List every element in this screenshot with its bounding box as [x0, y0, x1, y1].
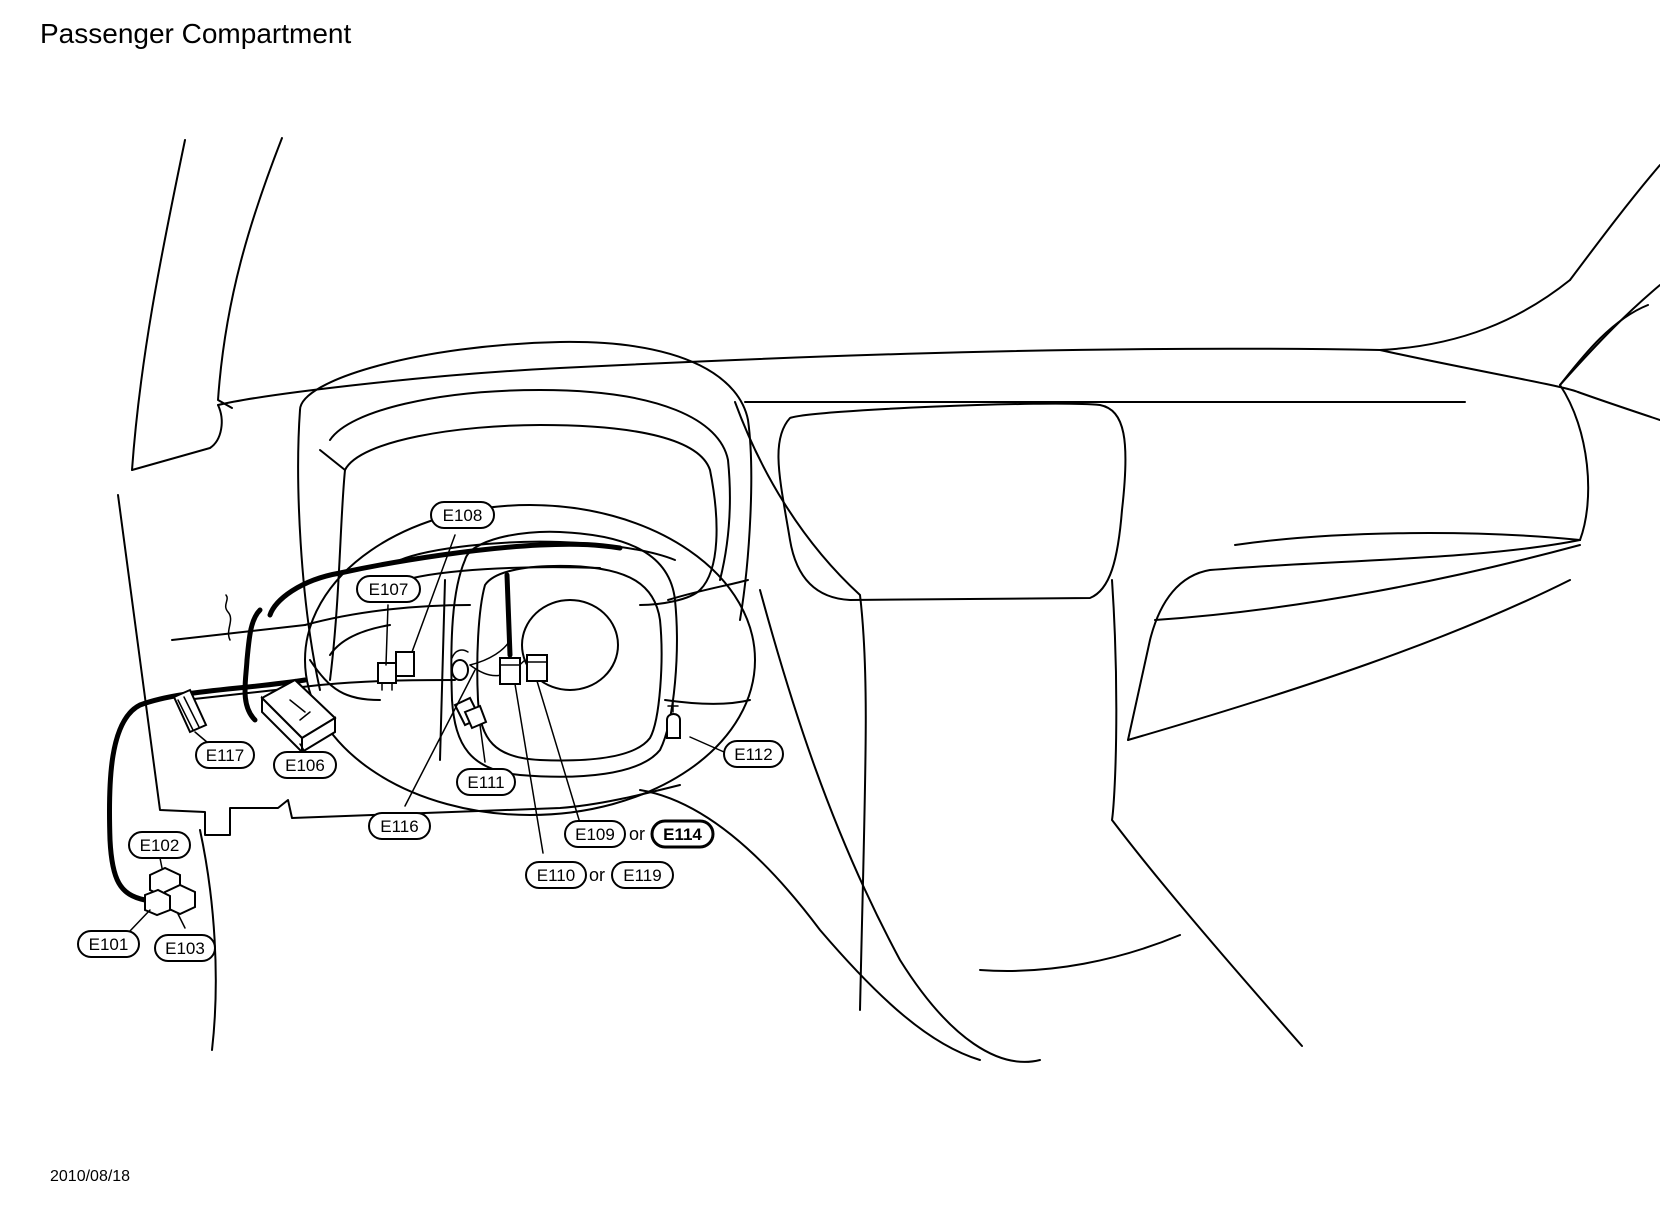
label-e107: E107	[356, 575, 421, 603]
or-text-e109-e114: or	[629, 824, 645, 844]
svg-text:E110: E110	[537, 866, 575, 885]
svg-text:E112: E112	[734, 745, 772, 764]
connector-e117	[172, 688, 208, 734]
svg-text:E102: E102	[140, 836, 180, 855]
svg-text:E116: E116	[380, 817, 418, 836]
label-e108: E108	[430, 501, 495, 529]
svg-text:E117: E117	[206, 746, 244, 765]
svg-text:E111: E111	[467, 773, 504, 792]
label-e112: E112	[723, 740, 784, 768]
module-e106	[260, 678, 337, 755]
diagram-date: 2010/08/18	[50, 1168, 131, 1185]
label-e116: E116	[368, 812, 431, 840]
passenger-dash	[734, 384, 1590, 1047]
connector-e116	[451, 649, 469, 681]
dashboard-top	[217, 164, 1660, 421]
steering-wheel	[304, 504, 756, 816]
center-console	[639, 589, 1181, 1063]
label-e119: E119	[611, 861, 674, 889]
connectors-e107-e108	[377, 651, 415, 691]
connector-e111	[453, 696, 488, 730]
label-e106: E106	[273, 751, 337, 779]
label-e102: E102	[128, 831, 191, 859]
or-text-e110-e119: or	[589, 865, 605, 885]
svg-text:E107: E107	[369, 580, 409, 599]
connectors	[144, 649, 681, 917]
svg-text:E119: E119	[623, 866, 661, 885]
label-e111: E111	[456, 768, 516, 796]
connector-e112	[666, 701, 681, 739]
svg-text:E108: E108	[443, 506, 483, 525]
label-e103: E103	[154, 934, 216, 962]
label-e114: E114	[650, 819, 715, 849]
label-e101: E101	[77, 930, 140, 958]
svg-text:E114: E114	[663, 825, 702, 844]
a-pillar	[131, 137, 283, 471]
instrument-cluster	[297, 340, 753, 701]
connectors-e101-e102-e103	[144, 866, 196, 917]
label-e109: E109	[564, 820, 626, 848]
leader-lines	[129, 534, 725, 932]
connectors-e109-e110	[499, 654, 548, 685]
label-e117: E117	[195, 741, 255, 769]
svg-text:E103: E103	[165, 939, 205, 958]
diagram-title: Passenger Compartment	[40, 18, 352, 49]
svg-text:E106: E106	[285, 756, 325, 775]
wiring-harness	[106, 541, 623, 903]
svg-text:E109: E109	[575, 825, 615, 844]
svg-text:E101: E101	[89, 935, 129, 954]
label-e110: E110	[525, 861, 587, 889]
